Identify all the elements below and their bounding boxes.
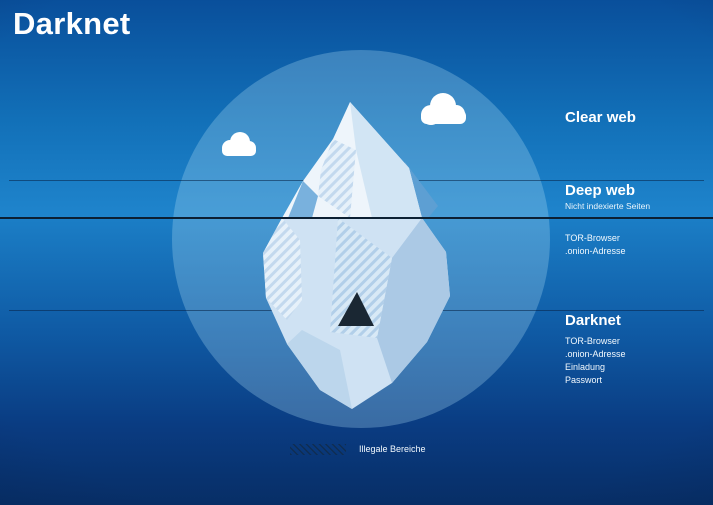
deep-web-item: TOR-Browser — [565, 233, 620, 243]
darknet-heading: Darknet — [565, 312, 621, 329]
deep-web-heading: Deep web — [565, 182, 636, 199]
darknet-item: Passwort — [565, 375, 603, 385]
spotlight-circle — [172, 50, 550, 428]
deep-web-item: .onion-Adresse — [565, 246, 626, 256]
clear-web-label: Clear web — [565, 109, 636, 127]
darknet-label: Darknet TOR-Browser .onion-Adresse Einla… — [565, 312, 626, 387]
deepweb-darknet-divider-line — [9, 310, 704, 311]
page-title: Darknet — [13, 6, 131, 41]
legend: Illegale Bereiche — [290, 443, 426, 455]
deep-web-label: Deep web Nicht indexierte Seiten — [565, 182, 650, 211]
waterline — [0, 217, 713, 219]
darknet-item: Einladung — [565, 362, 606, 372]
clearweb-deepweb-divider-line — [9, 180, 704, 181]
clear-web-heading: Clear web — [565, 109, 636, 126]
darknet-item: TOR-Browser — [565, 336, 620, 346]
darknet-item: .onion-Adresse — [565, 349, 626, 359]
darknet-items: TOR-Browser .onion-Adresse Einladung Pas… — [565, 335, 626, 387]
legend-label: Illegale Bereiche — [359, 444, 426, 454]
deep-web-subheading: Nicht indexierte Seiten — [565, 201, 651, 211]
deep-web-items: TOR-Browser .onion-Adresse — [565, 232, 626, 258]
hatched-area-swatch — [290, 443, 346, 455]
